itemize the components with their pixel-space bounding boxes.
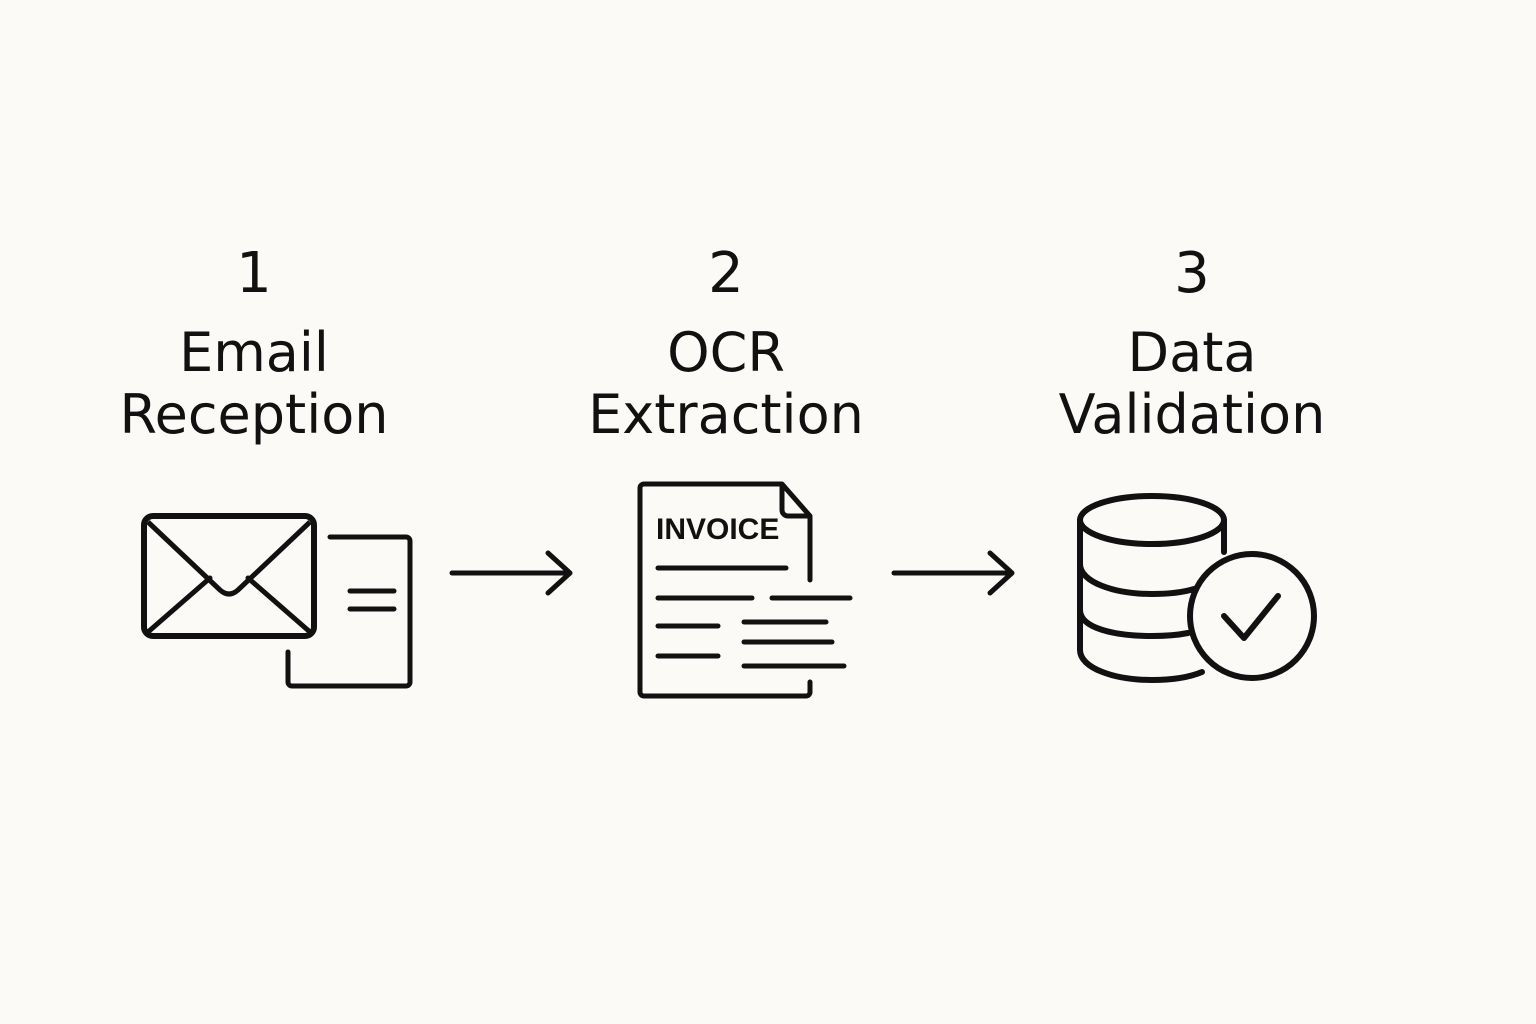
step-email-reception: 1 Email Reception [94, 0, 414, 1024]
step-title: OCR Extraction [588, 321, 864, 446]
step-ocr-extraction: 2 OCR Extraction [566, 0, 886, 1024]
database-check-icon [1074, 490, 1320, 686]
step-title: Data Validation [1058, 321, 1326, 446]
invoice-document-icon: INVOICE [634, 476, 858, 702]
step-data-validation: 3 Data Validation [1032, 0, 1352, 1024]
arrow-right-icon [448, 548, 576, 598]
step-title: Email Reception [119, 321, 389, 446]
email-document-icon [138, 510, 420, 692]
invoice-label: INVOICE [656, 513, 779, 546]
step-number: 1 [236, 241, 272, 306]
arrow-right-icon [890, 548, 1018, 598]
step-number: 3 [1174, 241, 1210, 306]
step-number: 2 [708, 241, 744, 306]
